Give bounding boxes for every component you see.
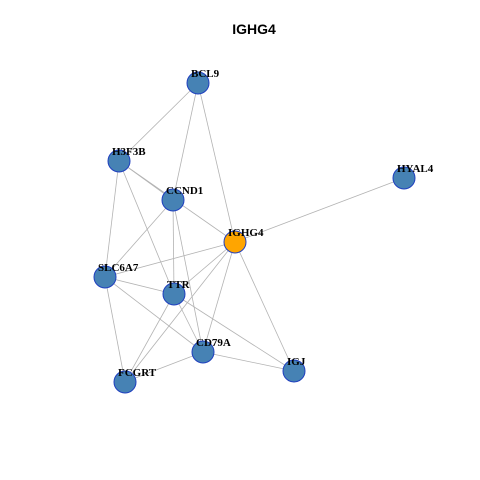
edge-ighg4-fcgrt [124, 241, 236, 383]
node-fcgrt[interactable] [113, 370, 137, 394]
edge-h3f3b-slc6a7 [104, 160, 120, 278]
node-cd79a[interactable] [191, 340, 215, 364]
node-h3f3b[interactable] [107, 149, 131, 173]
node-label-bcl9: BCL9 [191, 68, 220, 80]
edge-hyal4-ighg4 [234, 177, 405, 243]
edge-ighg4-ttr [173, 241, 236, 295]
node-bcl9[interactable] [186, 71, 210, 95]
edge-h3f3b-ttr [118, 160, 175, 295]
edge-cd79a-fcgrt [124, 351, 204, 383]
node-ighg4[interactable] [223, 230, 247, 254]
node-label-ighg4: IGHG4 [228, 227, 264, 239]
edge-bcl9-ccnd1 [172, 82, 199, 201]
edge-slc6a7-ttr [104, 276, 175, 295]
edge-ccnd1-slc6a7 [104, 199, 174, 278]
node-layer [93, 71, 416, 394]
edge-ighg4-cd79a [202, 241, 236, 353]
node-label-igj: IGJ [287, 356, 306, 368]
node-igj[interactable] [282, 359, 306, 383]
node-ccnd1[interactable] [161, 188, 185, 212]
node-hyal4[interactable] [392, 166, 416, 190]
node-label-hyal4: HYAL4 [397, 163, 434, 175]
node-label-slc6a7: SLC6A7 [98, 262, 139, 274]
edge-layer [104, 82, 405, 383]
edge-ccnd1-cd79a [172, 199, 204, 353]
node-label-h3f3b: H3F3B [112, 146, 146, 158]
edge-ttr-fcgrt [124, 293, 175, 383]
node-label-cd79a: CD79A [196, 337, 231, 349]
edge-cd79a-igj [202, 351, 295, 372]
node-label-ttr: TTR [167, 279, 191, 291]
edge-slc6a7-fcgrt [104, 276, 126, 383]
edge-bcl9-ighg4 [197, 82, 236, 243]
node-slc6a7[interactable] [93, 265, 117, 289]
node-label-ccnd1: CCND1 [166, 185, 203, 197]
edge-ighg4-slc6a7 [104, 241, 236, 278]
node-ttr[interactable] [162, 282, 186, 306]
edge-ighg4-igj [234, 241, 295, 372]
edge-ttr-igj [173, 293, 295, 372]
edge-ccnd1-ttr [172, 199, 175, 295]
edge-bcl9-h3f3b [118, 82, 199, 162]
diagram-title: IGHG4 [232, 21, 276, 37]
node-label-fcgrt: FCGRT [118, 367, 157, 379]
edge-slc6a7-cd79a [104, 276, 204, 353]
